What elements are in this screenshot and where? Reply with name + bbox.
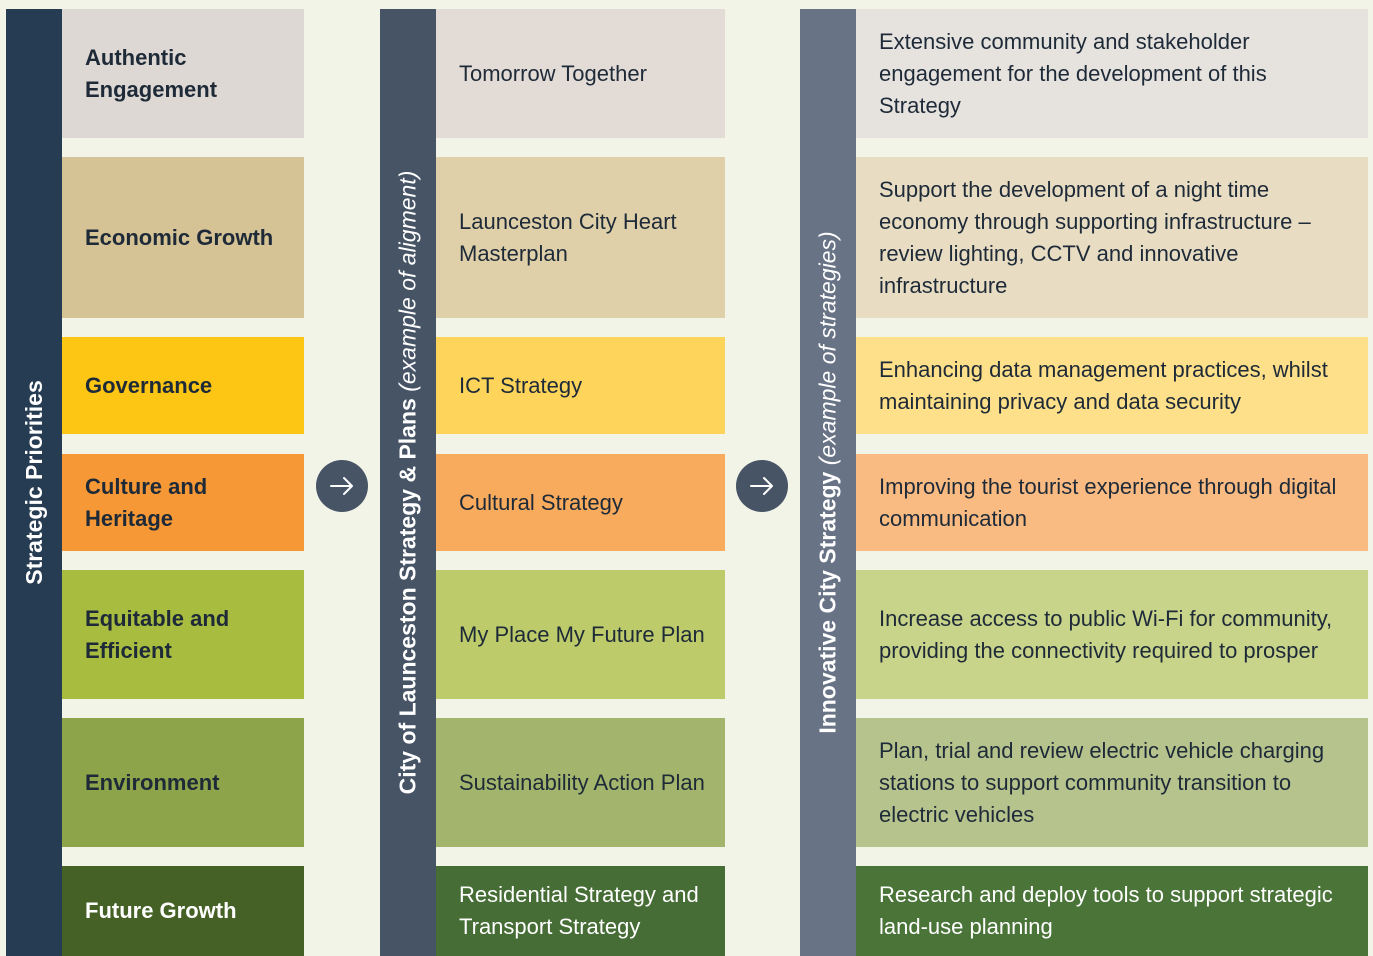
plan-cell-my-place-my-future: My Place My Future Plan [436, 570, 725, 699]
strategy-cell-night-economy: Support the development of a night time … [856, 157, 1368, 318]
priority-cell-culture-heritage: Culture and Heritage [62, 454, 304, 551]
strategy-title-group: Innovative City Strategy (example of str… [815, 231, 842, 733]
priority-cell-equitable-efficient: Equitable and Efficient [62, 570, 304, 699]
strategy-title: Innovative City Strategy [814, 471, 841, 734]
priority-cell-authentic-engagement: Authentic Engagement [62, 9, 304, 138]
strategy-cell-tourist-experience: Improving the tourist experience through… [856, 454, 1368, 551]
plan-cell-ict-strategy: ICT Strategy [436, 337, 725, 434]
plan-cell-cultural-strategy: Cultural Strategy [436, 454, 725, 551]
priority-cell-governance: Governance [62, 337, 304, 434]
plan-cell-residential-transport: Residential Strategy and Transport Strat… [436, 866, 725, 956]
plan-cell-city-heart: Launceston City Heart Masterplan [436, 157, 725, 318]
strategy-bar: Innovative City Strategy (example of str… [800, 9, 856, 956]
plans-subtitle: (example of aligment) [394, 170, 421, 392]
arrow-right-icon [316, 460, 368, 512]
strategy-subtitle: (example of strategies) [814, 231, 841, 466]
strategic-priorities-bar: Strategic Priorities [6, 9, 62, 956]
arrow-right-icon [736, 460, 788, 512]
strategy-cell-land-use: Research and deploy tools to support str… [856, 866, 1368, 956]
plan-cell-sustainability-action: Sustainability Action Plan [436, 718, 725, 847]
priority-cell-future-growth: Future Growth [62, 866, 304, 956]
strategy-cell-public-wifi: Increase access to public Wi-Fi for comm… [856, 570, 1368, 699]
strategy-cell-engagement: Extensive community and stakeholder enga… [856, 9, 1368, 138]
priority-cell-environment: Environment [62, 718, 304, 847]
strategic-priorities-title: Strategic Priorities [20, 380, 47, 585]
strategy-cell-data-management: Enhancing data management practices, whi… [856, 337, 1368, 434]
plan-cell-tomorrow-together: Tomorrow Together [436, 9, 725, 138]
plans-bar: City of Launceston Strategy & Plans (exa… [380, 9, 436, 956]
priority-cell-economic-growth: Economic Growth [62, 157, 304, 318]
strategy-cell-ev-charging: Plan, trial and review electric vehicle … [856, 718, 1368, 847]
plans-title-group: City of Launceston Strategy & Plans (exa… [395, 171, 422, 795]
plans-title: City of Launceston Strategy & Plans [394, 398, 421, 795]
